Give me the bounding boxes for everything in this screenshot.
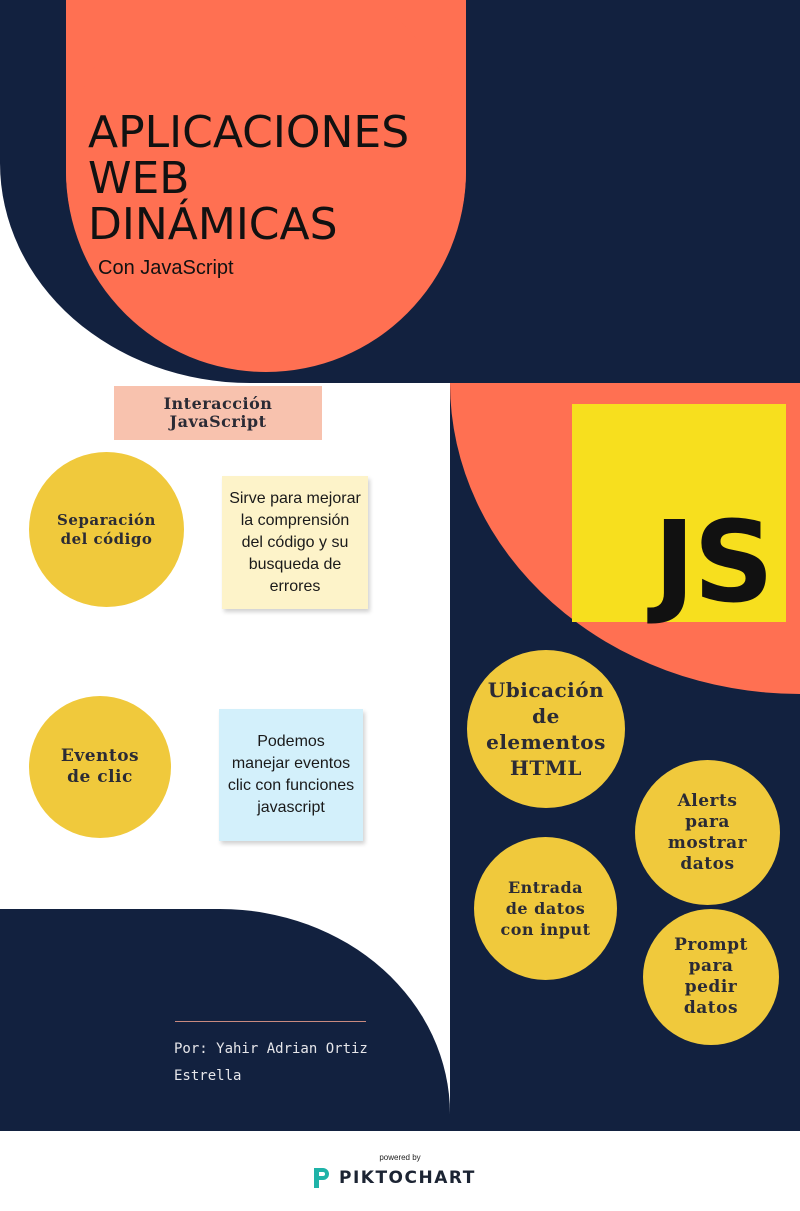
circle-click-events-line2: de clic — [67, 767, 133, 787]
circle-input: Entrada de datos con input — [474, 837, 617, 980]
piktochart-icon — [311, 1166, 331, 1190]
circle-code-separation-line2: del código — [60, 529, 153, 548]
title-line-2: WEB — [88, 153, 190, 204]
interaction-tag-line1: Interacción — [163, 394, 273, 413]
interaction-tag-line2: JavaScript — [169, 412, 267, 431]
author-divider — [175, 1021, 366, 1022]
powered-by-text: powered by — [379, 1153, 421, 1162]
circle-input-line2: de datos — [505, 899, 586, 918]
note-click-events: Podemos manejar eventos clic con funcion… — [219, 709, 363, 841]
title-circle-top — [66, 0, 466, 370]
title-line-1: APLICACIONES — [88, 107, 410, 158]
circle-alerts-line4: datos — [680, 853, 735, 874]
js-logo: JS — [572, 404, 786, 628]
note-click-events-text: Podemos manejar eventos clic con funcion… — [227, 733, 355, 816]
title-line-3: DINÁMICAS — [88, 199, 338, 250]
circle-html-location-line4: HTML — [510, 756, 582, 780]
circle-alerts-line3: mostrar — [667, 832, 748, 853]
author-credit: Por: Yahir Adrian Ortiz Estrella — [174, 1036, 368, 1090]
author-line2: Estrella — [174, 1068, 242, 1084]
note-code-separation: Sirve para mejorar la comprensión del có… — [222, 476, 368, 609]
circle-input-line3: con input — [500, 920, 591, 939]
piktochart-brand: PIKTOCHART — [339, 1168, 476, 1188]
circle-html-location-line1: Ubicación — [487, 678, 605, 702]
interaction-tag: Interacción JavaScript — [114, 386, 322, 440]
circle-prompt: Prompt para pedir datos — [643, 909, 779, 1045]
circle-html-location-line2: de — [532, 704, 560, 728]
circle-code-separation: Separación del código — [29, 452, 184, 607]
note-code-separation-text: Sirve para mejorar la comprensión del có… — [229, 489, 361, 595]
circle-prompt-line4: datos — [683, 998, 739, 1018]
circle-click-events: Eventos de clic — [29, 696, 171, 838]
circle-html-location: Ubicación de elementos HTML — [467, 650, 625, 808]
circle-prompt-line2: para — [688, 956, 734, 976]
bottom-left-navy-panel — [0, 909, 450, 1131]
circle-input-line1: Entrada — [507, 878, 584, 897]
footer: powered by PIKTOCHART — [0, 1131, 800, 1211]
circle-html-location-line3: elementos — [486, 730, 606, 754]
circle-prompt-line1: Prompt — [674, 935, 748, 955]
circle-click-events-line1: Eventos — [60, 746, 140, 766]
page-subtitle: Con JavaScript — [98, 257, 234, 279]
circle-alerts-line1: Alerts — [677, 790, 738, 811]
circle-alerts: Alerts para mostrar datos — [635, 760, 780, 905]
author-line1: Por: Yahir Adrian Ortiz — [174, 1041, 368, 1057]
page-title: APLICACIONES WEB DINÁMICAS — [88, 110, 468, 248]
circle-alerts-line2: para — [685, 811, 730, 832]
piktochart-logo[interactable]: PIKTOCHART — [311, 1166, 476, 1190]
circle-code-separation-line1: Separación — [57, 510, 156, 529]
circle-prompt-line3: pedir — [684, 977, 738, 997]
js-logo-text: JS — [653, 498, 774, 628]
